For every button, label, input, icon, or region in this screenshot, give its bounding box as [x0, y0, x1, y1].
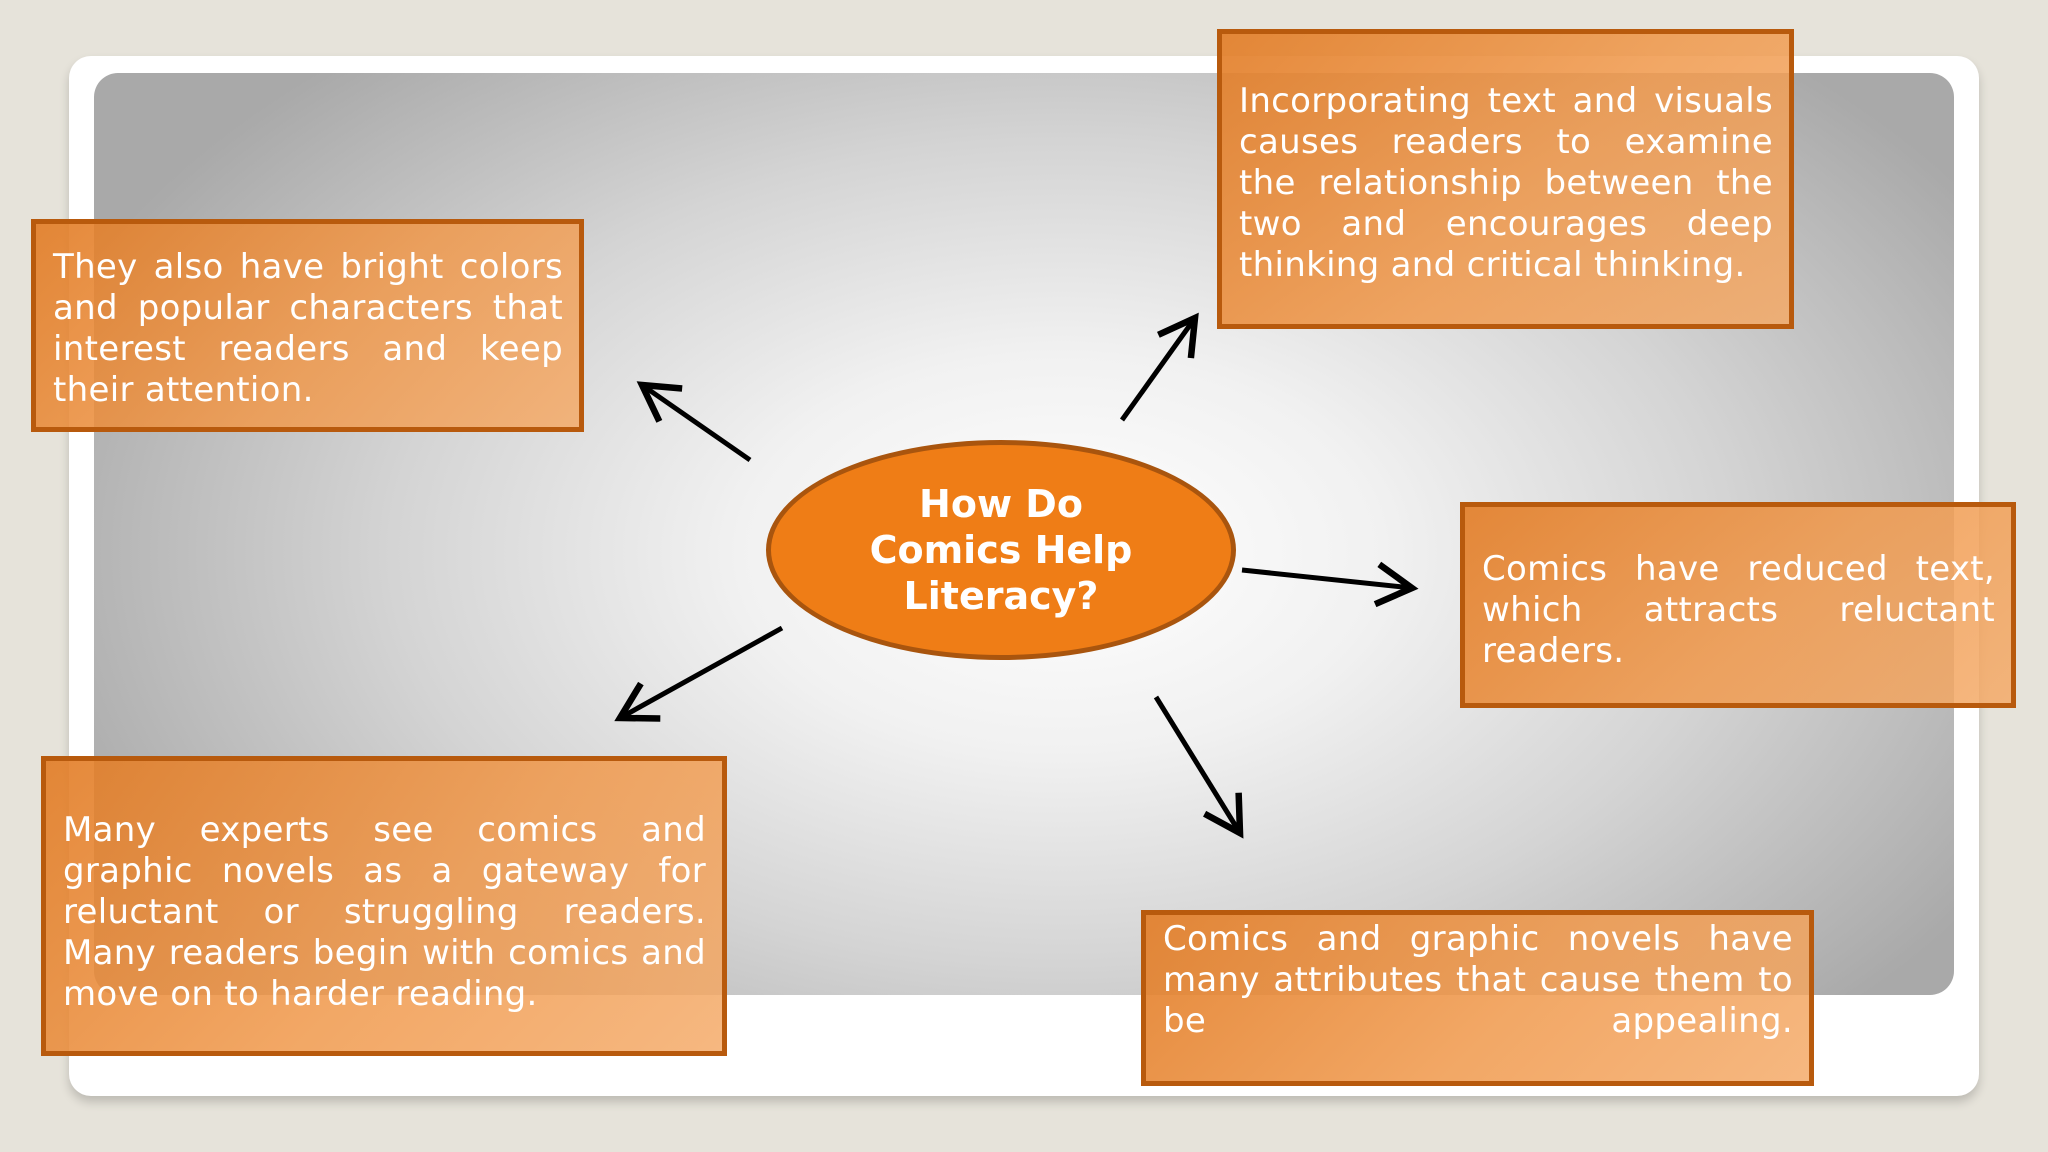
arrow-to-bottom-right: [1153, 695, 1244, 839]
box-top-right: Incorporating text and visuals causes re…: [1217, 29, 1794, 329]
box-bottom-left: Many experts see comics and graphic nove…: [41, 756, 727, 1056]
box-top-left-text: They also have bright colors and popular…: [53, 247, 563, 410]
box-middle-right: Comics have reduced text, which attracts…: [1460, 502, 2016, 708]
box-top-left: They also have bright colors and popular…: [31, 219, 584, 432]
box-bottom-right-text: Comics and graphic novels have many attr…: [1163, 919, 1793, 1041]
central-topic-title: How Do Comics Help Literacy?: [869, 482, 1133, 618]
arrow-to-top-left: [636, 381, 752, 463]
box-middle-right-text: Comics have reduced text, which attracts…: [1482, 549, 1995, 671]
arrow-to-bottom-left: [614, 625, 784, 722]
box-bottom-left-text: Many experts see comics and graphic nove…: [63, 810, 706, 1014]
box-bottom-right: Comics and graphic novels have many attr…: [1141, 910, 1814, 1086]
arrow-to-top-right: [1119, 312, 1199, 422]
arrow-to-middle-right: [1241, 561, 1419, 608]
central-topic-ellipse: How Do Comics Help Literacy?: [766, 440, 1236, 660]
box-top-right-text: Incorporating text and visuals causes re…: [1239, 81, 1773, 285]
